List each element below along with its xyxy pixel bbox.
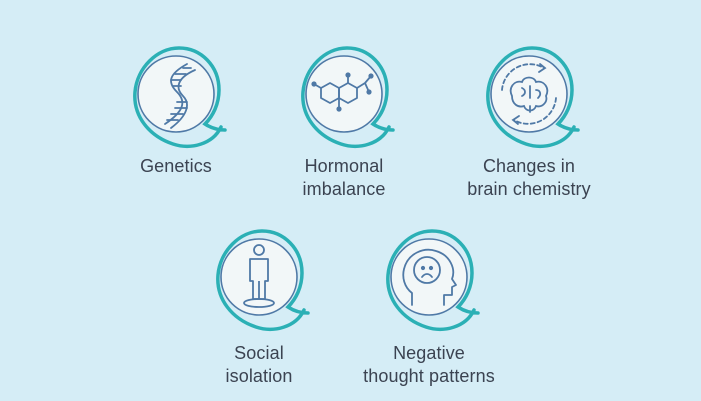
thoughts-badge <box>374 223 484 333</box>
genetics-label: Genetics <box>76 155 276 178</box>
sad-head-icon <box>386 229 480 332</box>
label-line: brain chemistry <box>467 179 591 199</box>
social-badge <box>204 223 314 333</box>
hormonal-label: Hormonal imbalance <box>244 155 444 201</box>
dna-icon <box>133 46 227 149</box>
social-isolation-label: Social isolation <box>159 342 359 388</box>
brain-badge <box>474 40 584 150</box>
label-line: imbalance <box>302 179 386 199</box>
label-line: isolation <box>225 366 293 386</box>
label-line: Hormonal <box>304 156 384 176</box>
brain-chemistry-label: Changes in brain chemistry <box>429 155 629 201</box>
label-line: Changes in <box>482 156 576 176</box>
brain-cycle-icon <box>486 46 580 149</box>
genetics-badge <box>121 40 231 150</box>
hormonal-badge <box>289 40 399 150</box>
label-line: Social <box>234 343 284 363</box>
person-icon <box>216 229 310 332</box>
molecule-icon <box>301 46 395 149</box>
label-line: Negative <box>393 343 465 363</box>
label-line: thought patterns <box>363 366 495 386</box>
label-line: Genetics <box>140 156 212 176</box>
negative-thoughts-label: Negative thought patterns <box>329 342 529 388</box>
